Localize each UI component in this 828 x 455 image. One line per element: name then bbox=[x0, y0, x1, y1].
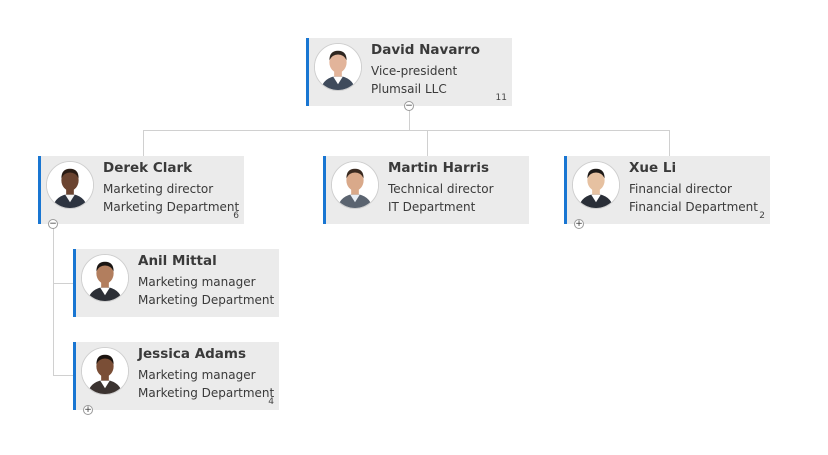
avatar bbox=[314, 43, 362, 91]
connector-line bbox=[53, 224, 54, 375]
avatar bbox=[81, 347, 129, 395]
avatar bbox=[81, 254, 129, 302]
employee-department: Plumsail LLC bbox=[371, 82, 447, 96]
connector-line bbox=[143, 130, 144, 156]
employee-title: Financial director bbox=[629, 182, 732, 196]
org-node-anil-mittal[interactable]: Anil Mittal Marketing manager Marketing … bbox=[73, 249, 279, 317]
subordinate-count: 2 bbox=[759, 211, 765, 221]
org-node-david-navarro[interactable]: David Navarro Vice-president Plumsail LL… bbox=[306, 38, 512, 106]
employee-department: Financial Department bbox=[629, 200, 758, 214]
collapse-toggle-derek[interactable]: − bbox=[48, 219, 58, 229]
org-node-xue-li[interactable]: Xue Li Financial director Financial Depa… bbox=[564, 156, 770, 224]
org-node-martin-harris[interactable]: Martin Harris Technical director IT Depa… bbox=[323, 156, 529, 224]
connector-line bbox=[53, 283, 74, 284]
employee-name: Derek Clark bbox=[103, 160, 193, 176]
avatar bbox=[46, 161, 94, 209]
employee-department: Marketing Department bbox=[103, 200, 240, 214]
expand-toggle-xue[interactable]: + bbox=[574, 219, 584, 229]
subordinate-count: 11 bbox=[495, 93, 507, 103]
connector-line bbox=[53, 375, 74, 376]
employee-title: Marketing manager bbox=[138, 368, 256, 382]
org-node-jessica-adams[interactable]: Jessica Adams Marketing manager Marketin… bbox=[73, 342, 279, 410]
subordinate-count: 4 bbox=[268, 397, 274, 407]
connector-line bbox=[669, 130, 670, 156]
employee-title: Marketing director bbox=[103, 182, 214, 196]
employee-name: Martin Harris bbox=[388, 160, 489, 176]
employee-title: Marketing manager bbox=[138, 275, 256, 289]
avatar bbox=[572, 161, 620, 209]
employee-department: IT Department bbox=[388, 200, 476, 214]
avatar bbox=[331, 161, 379, 209]
employee-name: Anil Mittal bbox=[138, 253, 217, 269]
employee-title: Technical director bbox=[388, 182, 494, 196]
connector-line bbox=[409, 106, 410, 130]
employee-name: David Navarro bbox=[371, 42, 481, 58]
expand-toggle-jessica[interactable]: + bbox=[83, 405, 93, 415]
employee-title: Vice-president bbox=[371, 64, 458, 78]
subordinate-count: 6 bbox=[233, 211, 239, 221]
employee-department: Marketing Department bbox=[138, 386, 275, 400]
employee-name: Xue Li bbox=[629, 160, 677, 176]
org-node-derek-clark[interactable]: Derek Clark Marketing director Marketing… bbox=[38, 156, 244, 224]
employee-name: Jessica Adams bbox=[138, 346, 247, 362]
collapse-toggle-david[interactable]: − bbox=[404, 101, 414, 111]
connector-line bbox=[427, 130, 428, 156]
employee-department: Marketing Department bbox=[138, 293, 275, 307]
connector-line bbox=[143, 130, 670, 131]
